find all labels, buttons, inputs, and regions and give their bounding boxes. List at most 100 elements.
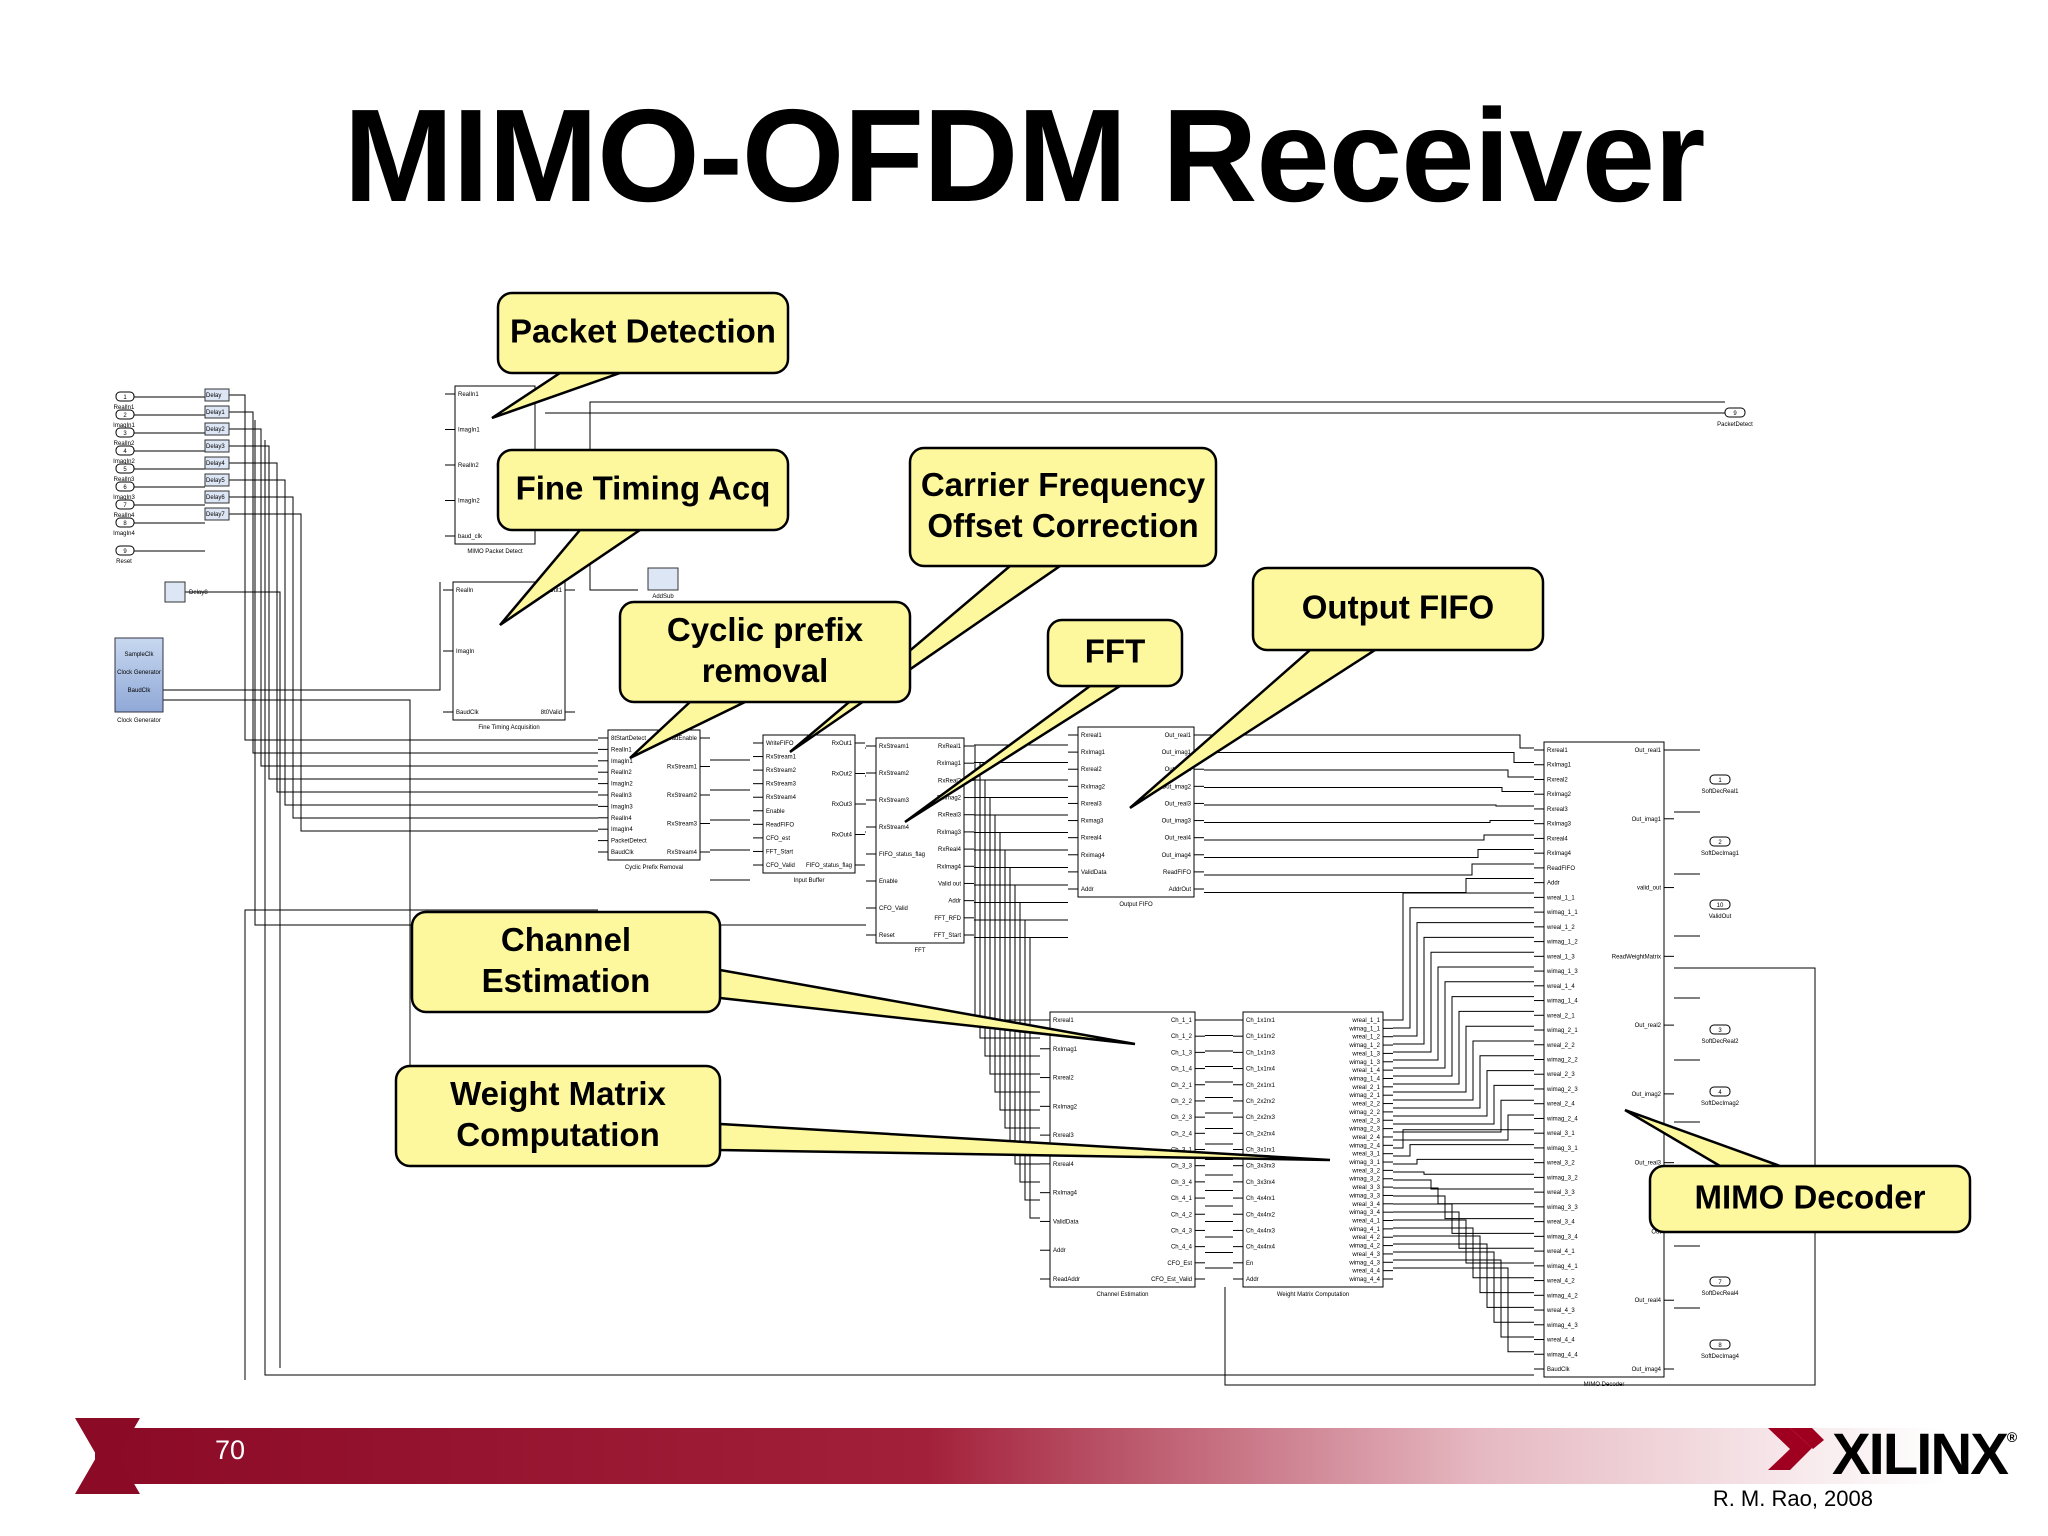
- fft-block: [875, 737, 965, 944]
- output-port-number: 7: [1718, 1280, 1722, 1286]
- fft-out-port: RxReal2: [938, 778, 962, 784]
- mimo-decoder-in-port: wreal_2_4: [1546, 1102, 1575, 1108]
- mimo-decoder-in-port: Rxreal3: [1547, 807, 1568, 813]
- signal-wire: [1393, 996, 1534, 1077]
- weight-matrix-out-port: wimag_1_4: [1348, 1076, 1380, 1082]
- signal-wire: [1204, 863, 1534, 876]
- mimo-decoder-in-port: wreal_1_3: [1546, 954, 1575, 960]
- signal-wire: [974, 849, 1040, 1129]
- mimo-decoder-title: MIMO Decoder: [1584, 1382, 1625, 1388]
- packet-detect-in-port: ImagIn2: [458, 499, 480, 505]
- channel-estimation-out-port: Ch_1_1: [1171, 1018, 1193, 1024]
- callout-box: [908, 446, 1218, 568]
- mimo-decoder-in-port: Rxreal4: [1547, 836, 1568, 842]
- weight-matrix-in-port: Ch_1x1rx3: [1246, 1050, 1276, 1056]
- output-port-label: SoftDecReal2: [1701, 1039, 1739, 1045]
- mimo-decoder-in-port: wreal_4_4: [1546, 1338, 1575, 1344]
- fft-out-port: FFT_Start: [934, 933, 961, 939]
- signal-wire: [1393, 1070, 1534, 1117]
- delay-label: Delay4: [206, 461, 225, 467]
- signal-wire: [1393, 1171, 1534, 1175]
- callout-label: MIMO Decoder: [1694, 1179, 1925, 1216]
- weight-matrix-in-port: Ch_4x4rx4: [1246, 1245, 1276, 1251]
- fft-out-port: FFT_RFD: [934, 916, 961, 922]
- cyclic-prefix-in-port: PacketDetect: [611, 839, 647, 845]
- mimo-decoder-out-port: Out_real2: [1635, 1023, 1662, 1029]
- clock-generator-port: Clock Generator: [117, 670, 161, 676]
- output-port-label: SoftDecReal4: [1701, 1291, 1739, 1297]
- cyclic-prefix-out-port: ReadEnable: [664, 736, 698, 742]
- callout-box: [496, 448, 790, 532]
- signal-wire: [1204, 804, 1534, 807]
- cyclic-prefix-out-port: RxStream1: [667, 765, 698, 771]
- mimo-decoder-in-port: wimag_4_4: [1546, 1352, 1578, 1358]
- channel-estimation-in-port: Rxreal2: [1053, 1076, 1074, 1082]
- input-buffer-out-port: RxOut2: [832, 772, 853, 778]
- signal-wire: [1393, 892, 1534, 1021]
- mimo-decoder-out-port: valid_out: [1637, 886, 1661, 892]
- weight-matrix-in-port: Ch_4x4rx1: [1246, 1196, 1276, 1202]
- output-fifo-out-port: AddrOut: [1169, 887, 1192, 893]
- output-port-label: ValidOut: [1709, 914, 1732, 920]
- signal-wire: [229, 462, 598, 793]
- input-port-label: RealIn1: [114, 405, 135, 411]
- weight-matrix-in-port: Ch_2x2rx3: [1246, 1115, 1276, 1121]
- output-port-label: SoftDecReal1: [1701, 789, 1739, 795]
- signal-wire: [1393, 1025, 1534, 1093]
- callout-pointer: [718, 968, 1136, 1046]
- fft-out-port: RxImag2: [937, 796, 962, 802]
- signal-wire: [1393, 1203, 1534, 1234]
- fft-in-port: Reset: [879, 933, 895, 939]
- callout-packet-detection: Packet Detection: [491, 291, 790, 420]
- weight-matrix-in-port: Ch_4x4rx2: [1246, 1212, 1276, 1218]
- input-port: [115, 409, 135, 420]
- mimo-decoder-out-port: Out_real1: [1635, 748, 1662, 754]
- delay-label: Delay: [206, 393, 221, 399]
- packet-detect-in-port: RealIn2: [458, 463, 479, 469]
- signal-wire: [1393, 1129, 1534, 1149]
- callout-box: [394, 1064, 722, 1168]
- input-port: [115, 445, 135, 456]
- callout-box: [496, 291, 790, 375]
- input-port-number: 5: [123, 467, 127, 473]
- mimo-decoder-out-port: Out_imag4: [1632, 1367, 1662, 1373]
- delay8-label: Delay8: [189, 590, 208, 596]
- input-port-label: RealIn2: [114, 441, 135, 447]
- slide-title: MIMO-OFDM Receiver: [343, 82, 1706, 229]
- signal-wire: [1204, 787, 1534, 792]
- output-port-label: SoftDecImag2: [1701, 1101, 1740, 1107]
- output-port: [1709, 1339, 1731, 1350]
- weight-matrix-out-port: wimag_1_1: [1348, 1026, 1380, 1032]
- clock-generator-port: SampleClk: [124, 652, 154, 658]
- signal-wire: [244, 909, 598, 1375]
- weight-matrix-in-port: Ch_2x1rx1: [1246, 1083, 1276, 1089]
- weight-matrix-out-port: wreal_4_2: [1351, 1235, 1380, 1241]
- cyclic-prefix-in-port: ImagIn3: [611, 804, 633, 810]
- channel-estimation-out-port: Ch_4_4: [1171, 1245, 1193, 1251]
- channel-estimation-out-port: Ch_2_4: [1171, 1131, 1193, 1137]
- output-fifo-block: [1077, 726, 1195, 898]
- weight-matrix-out-port: wimag_1_3: [1348, 1060, 1380, 1066]
- output-fifo-out-port: Out_real3: [1165, 801, 1192, 807]
- signal-wire: [185, 591, 281, 1368]
- input-buffer-title: Input Buffer: [794, 878, 825, 884]
- input-port-number: 4: [123, 449, 127, 455]
- delay-label: Delay1: [206, 410, 225, 416]
- fft-in-port: RxStream4: [879, 825, 910, 831]
- input-buffer-in-port: CFO_Valid: [766, 863, 795, 869]
- xilinx-logo-icon: [1768, 1428, 1824, 1470]
- signal-wire: [1393, 1235, 1534, 1294]
- mimo-decoder-in-port: wreal_3_1: [1546, 1131, 1575, 1137]
- mimo-decoder-in-port: wreal_3_3: [1546, 1190, 1575, 1196]
- input-buffer-in-port: WriteFIFO: [766, 741, 794, 747]
- footer-credit: R. M. Rao, 2008: [1712, 1486, 1873, 1511]
- cyclic-prefix-in-port: ImagIn1: [611, 759, 633, 765]
- output-fifo-out-port: Out_imag3: [1162, 819, 1192, 825]
- input-port-number: 2: [123, 413, 127, 419]
- weight-matrix-in-port: Ch_1x1rx4: [1246, 1067, 1276, 1073]
- signal-wire: [1393, 981, 1534, 1069]
- weight-matrix-in-port: Ch_1x1rx1: [1246, 1018, 1276, 1024]
- output-fifo-in-port: Rximag4: [1081, 853, 1105, 859]
- fft-in-port: CFO_Valid: [879, 906, 908, 912]
- output-fifo-in-port: RxImag1: [1081, 750, 1106, 756]
